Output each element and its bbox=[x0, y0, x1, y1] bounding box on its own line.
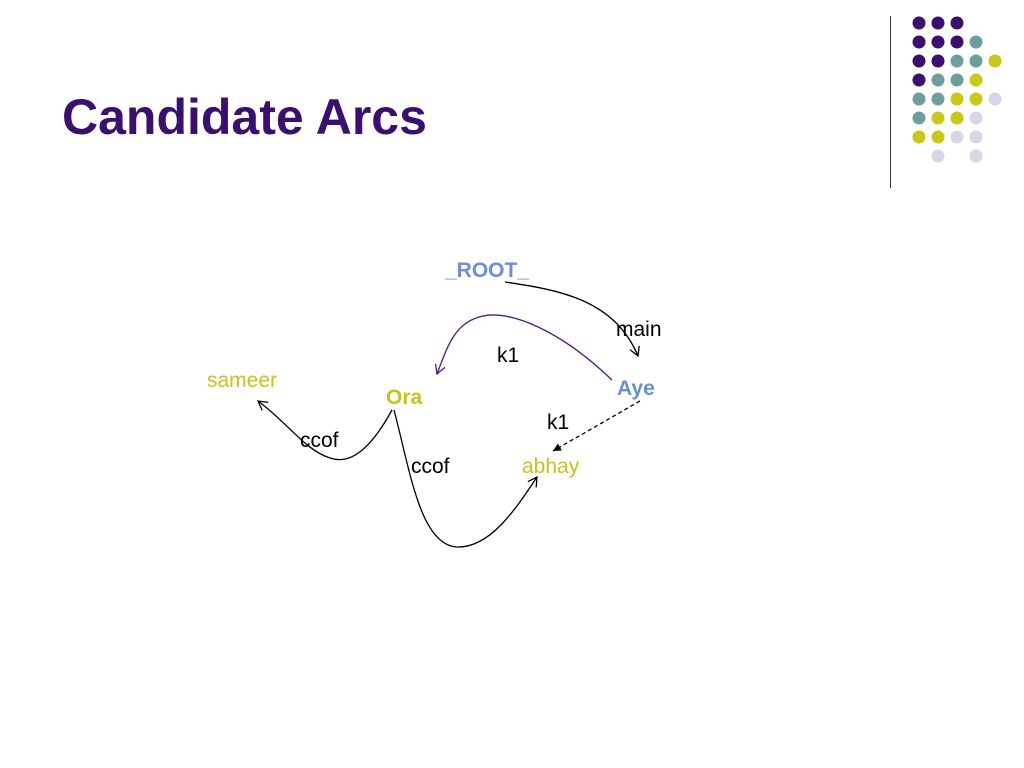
node-abhay: abhay bbox=[522, 455, 580, 478]
arc-label-k1-solid: k1 bbox=[497, 344, 520, 367]
arc-ora-to-abhay bbox=[393, 409, 538, 548]
arc-aye-to-ora bbox=[434, 314, 613, 381]
node-ora: Ora bbox=[386, 386, 423, 409]
arc-label-k1-dashed: k1 bbox=[547, 411, 570, 434]
decorative-divider-line bbox=[890, 16, 891, 188]
arc-ora-to-sameer bbox=[256, 400, 393, 461]
node-aye: Aye bbox=[617, 377, 655, 400]
arc-label-main: main bbox=[616, 318, 662, 341]
slide-title: Candidate Arcs bbox=[62, 89, 427, 145]
node-root: _ROOT_ bbox=[445, 259, 530, 282]
arc-aye-to-abhay bbox=[552, 400, 641, 452]
arc-label-ccof-abhay: ccof bbox=[411, 455, 450, 478]
arc-root-to-aye bbox=[504, 281, 640, 358]
arc-label-ccof-sameer: ccof bbox=[300, 429, 339, 452]
node-sameer: sameer bbox=[207, 369, 278, 392]
